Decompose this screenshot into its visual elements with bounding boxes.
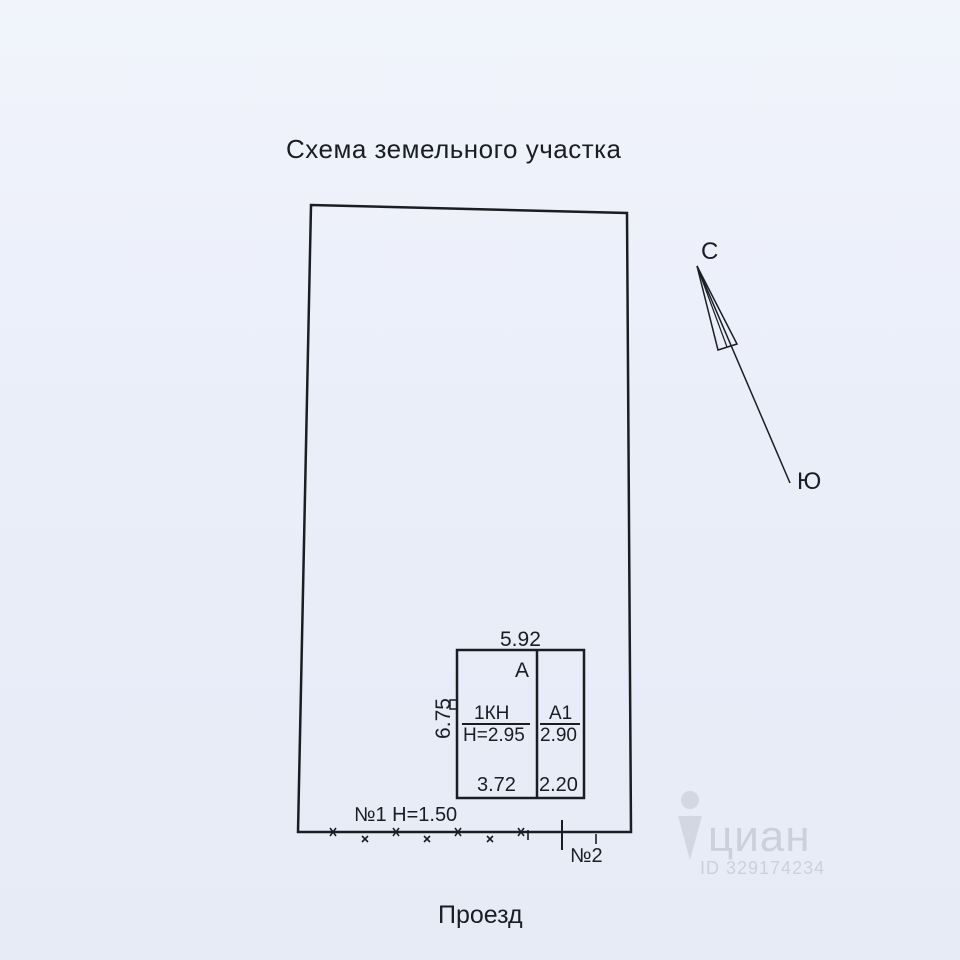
room2-height: 2.90 bbox=[540, 725, 577, 746]
watermark-id: ID 329174234 bbox=[700, 858, 826, 878]
room1-width: 3.72 bbox=[477, 774, 516, 796]
fence2-label: №2 bbox=[570, 845, 603, 867]
room2-width: 2.20 bbox=[539, 774, 578, 796]
compass-icon bbox=[696, 265, 791, 484]
building-outline bbox=[455, 648, 586, 800]
room1-name: 1КН bbox=[474, 703, 510, 724]
building-depth-label: 6.75 bbox=[431, 698, 455, 739]
watermark-logo-icon bbox=[678, 791, 702, 860]
building-letter-label: А bbox=[515, 659, 530, 682]
page-title: Схема земельного участка bbox=[286, 134, 622, 164]
compass-south-label: Ю bbox=[797, 468, 822, 495]
compass-north-label: С bbox=[701, 238, 719, 265]
watermark-brand: циан bbox=[708, 812, 811, 861]
plot-boundary bbox=[296, 203, 633, 834]
fence1-label: №1 Н=1.50 bbox=[354, 804, 458, 826]
room1-height: Н=2.95 bbox=[463, 725, 525, 746]
room2-name: А1 bbox=[549, 703, 573, 724]
building-width-label: 5.92 bbox=[500, 628, 541, 651]
road-label: Проезд bbox=[438, 901, 523, 929]
entrance-marker bbox=[449, 699, 458, 710]
fence-marks bbox=[329, 827, 529, 843]
